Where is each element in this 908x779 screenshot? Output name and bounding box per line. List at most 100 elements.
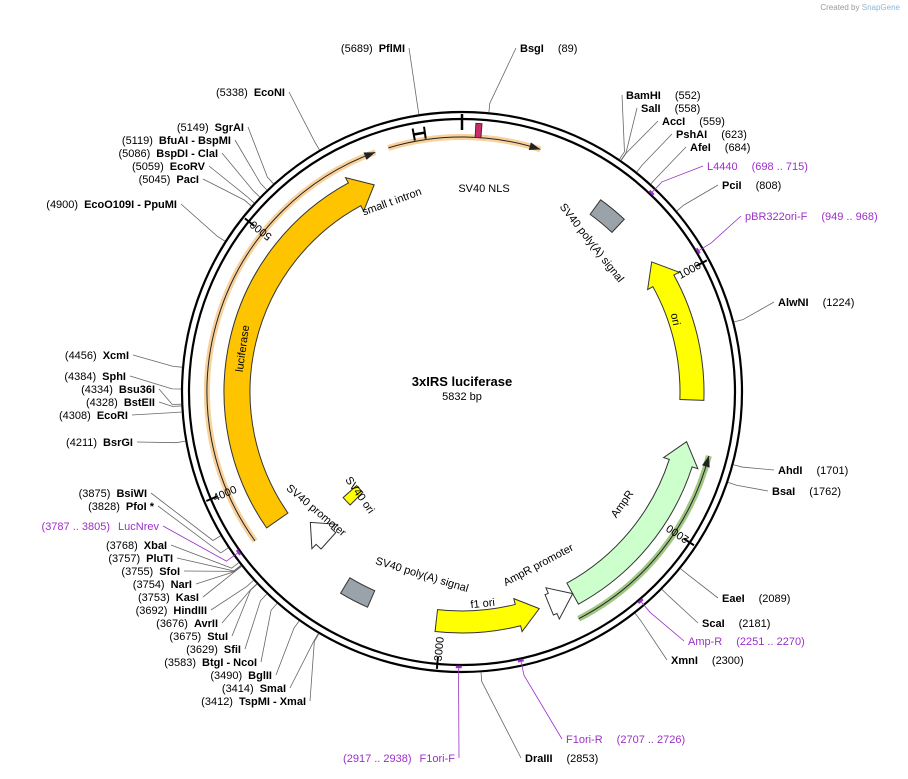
primer-label-l4440[interactable]: L4440(698 .. 715) xyxy=(707,161,808,173)
enzyme-label-afei[interactable]: AfeI(684) xyxy=(690,142,750,154)
enzyme-label-alwni[interactable]: AlwNI(1224) xyxy=(778,297,854,309)
feature-sv40-poly-a-signal[interactable] xyxy=(339,577,376,608)
enzyme-label-bsteii[interactable]: (4328)BstEII xyxy=(86,397,155,409)
enzyme-label-ecori[interactable]: (4308)EcoRI xyxy=(59,410,128,422)
site-leader-line xyxy=(680,568,719,599)
enzyme-label-tspmi-xmai[interactable]: (3412)TspMI - XmaI xyxy=(201,696,306,708)
site-leader-line xyxy=(158,401,182,407)
enzyme-label-ecorv[interactable]: (5059)EcoRV xyxy=(132,161,206,173)
primer-label-lucnrev[interactable]: (3787 .. 3805)LucNrev xyxy=(42,521,160,533)
enzyme-label-sfii[interactable]: (3629)SfiI xyxy=(186,644,241,656)
site-leader-line xyxy=(727,482,769,492)
tick-mark xyxy=(695,259,708,267)
feature-ampr-promoter[interactable] xyxy=(544,587,574,621)
enzyme-label-ahdi[interactable]: AhdI(1701) xyxy=(778,465,848,477)
enzyme-label-eaei[interactable]: EaeI(2089) xyxy=(722,593,790,605)
feature-sv40-promoter[interactable] xyxy=(309,521,337,550)
primer-mark xyxy=(637,598,644,604)
enzyme-label-stui[interactable]: (3675)StuI xyxy=(169,631,228,643)
orf-line xyxy=(578,455,710,620)
enzyme-label-draiii[interactable]: DraIII(2853) xyxy=(525,753,598,765)
enzyme-label-bsiwi[interactable]: (3875)BsiWI xyxy=(79,488,147,500)
enzyme-label-smai[interactable]: (3414)SmaI xyxy=(222,683,286,695)
feature-sv40-poly-a-signal[interactable] xyxy=(589,199,625,234)
primer-label-amp-r[interactable]: Amp-R(2251 .. 2270) xyxy=(688,636,805,648)
orf-line xyxy=(206,151,376,542)
enzyme-label-scai[interactable]: ScaI(2181) xyxy=(702,618,770,630)
primer-label-pbr322ori-f[interactable]: pBR322ori-F(949 .. 968) xyxy=(745,211,878,223)
enzyme-label-pfoi[interactable]: (3828)PfoI * xyxy=(88,501,155,513)
enzyme-label-sgrai[interactable]: (5149)SgrAI xyxy=(177,122,244,134)
credit-prefix: Created by xyxy=(820,3,860,12)
enzyme-label-bfuai-bspmi[interactable]: (5119)BfuAI - BspMI xyxy=(122,135,231,147)
feature-sv40-nls[interactable] xyxy=(474,122,483,139)
enzyme-label-avrii[interactable]: (3676)AvrII xyxy=(156,618,218,630)
enzyme-label-kasi[interactable]: (3753)KasI xyxy=(138,592,199,604)
orf-group xyxy=(204,134,712,622)
enzyme-label-sfoi[interactable]: (3755)SfoI xyxy=(121,566,180,578)
tick-label: 3000 xyxy=(433,636,447,661)
site-leader-line xyxy=(136,440,186,444)
enzyme-label-bsu36i[interactable]: (4334)Bsu36I xyxy=(81,384,155,396)
feature-label-ampr-promoter: AmpR promoter xyxy=(501,542,575,589)
enzyme-label-acci[interactable]: AccI(559) xyxy=(662,116,725,128)
primer-mark xyxy=(648,189,655,196)
orf-arrowhead xyxy=(363,152,376,160)
enzyme-label-xcmi[interactable]: (4456)XcmI xyxy=(65,350,129,362)
feature-label-f1-ori: f1 ori xyxy=(470,597,496,611)
feature-sv40-ori[interactable] xyxy=(342,484,364,506)
enzyme-label-pshai[interactable]: PshAI(623) xyxy=(676,129,747,141)
feature-small-t-intron[interactable] xyxy=(413,131,426,136)
feature-label-sv40-nls: SV40 NLS xyxy=(458,183,509,195)
enzyme-label-bspdi-clai[interactable]: (5086)BspDI - ClaI xyxy=(118,148,218,160)
site-leader-line xyxy=(408,47,420,115)
feature-label-sv40-poly-a-signal: SV40 poly(A) signal xyxy=(374,555,470,595)
site-leader-line xyxy=(158,388,182,405)
site-leader-line xyxy=(488,47,517,113)
primer-label-f1ori-f[interactable]: (2917 .. 2938)F1ori-F xyxy=(343,753,455,765)
site-leader-line xyxy=(289,633,319,689)
site-leader-line xyxy=(309,633,320,702)
enzyme-label-btgi-ncoi[interactable]: (3583)BtgI - NcoI xyxy=(164,657,257,669)
orf-line xyxy=(388,136,541,150)
site-leader-line xyxy=(275,620,300,676)
enzyme-label-pflmi[interactable]: (5689)PflMI xyxy=(341,43,405,55)
enzyme-label-pluti[interactable]: (3757)PluTI xyxy=(108,553,173,565)
site-leader-line xyxy=(176,557,242,572)
enzyme-label-xmni[interactable]: XmnI(2300) xyxy=(671,655,744,667)
site-leader-line xyxy=(231,583,258,637)
enzyme-label-bglii[interactable]: (3490)BglII xyxy=(210,670,272,682)
feature-luciferase[interactable] xyxy=(223,176,375,529)
enzyme-label-econi[interactable]: (5338)EcoNI xyxy=(216,87,285,99)
site-leader-line xyxy=(651,165,704,193)
site-leader-line xyxy=(698,215,742,251)
enzyme-label-bsrgi[interactable]: (4211)BsrGI xyxy=(66,437,133,449)
feature-f1-ori[interactable] xyxy=(434,597,541,634)
tick-mark xyxy=(244,217,255,227)
site-leader-line xyxy=(234,139,268,191)
snapgene-brand: SnapGene xyxy=(861,3,900,12)
primer-mark xyxy=(235,549,242,556)
enzyme-label-ecoo109i-ppumi[interactable]: (4900)EcoO109I - PpuMI xyxy=(46,199,177,211)
site-leader-line xyxy=(734,301,775,323)
enzyme-label-pcii[interactable]: PciI(808) xyxy=(722,180,781,192)
enzyme-label-xbai[interactable]: (3768)XbaI xyxy=(106,540,167,552)
site-leader-line xyxy=(244,593,268,650)
enzyme-label-bamhi[interactable]: BamHI(552) xyxy=(626,90,701,102)
enzyme-label-paci[interactable]: (5045)PacI xyxy=(139,174,199,186)
feature-small-t-intron-cap xyxy=(423,126,427,139)
enzyme-label-sphi[interactable]: (4384)SphI xyxy=(64,371,126,383)
site-leader-line xyxy=(202,178,252,207)
enzyme-label-hindiii[interactable]: (3692)HindIII xyxy=(136,605,207,617)
primer-label-f1ori-r[interactable]: F1ori-R(2707 .. 2726) xyxy=(566,734,685,746)
feature-ori[interactable] xyxy=(646,261,705,401)
enzyme-label-bsai[interactable]: BsaI(1762) xyxy=(772,486,841,498)
orf-arrowhead xyxy=(528,142,541,151)
site-leader-line xyxy=(676,184,719,212)
enzyme-label-sali[interactable]: SalI(558) xyxy=(641,103,700,115)
enzyme-label-bsgi[interactable]: BsgI(89) xyxy=(520,43,577,55)
feature-ampr[interactable] xyxy=(566,440,699,605)
enzyme-label-nari[interactable]: (3754)NarI xyxy=(133,579,192,591)
plasmid-length: 5832 bp xyxy=(442,391,482,403)
